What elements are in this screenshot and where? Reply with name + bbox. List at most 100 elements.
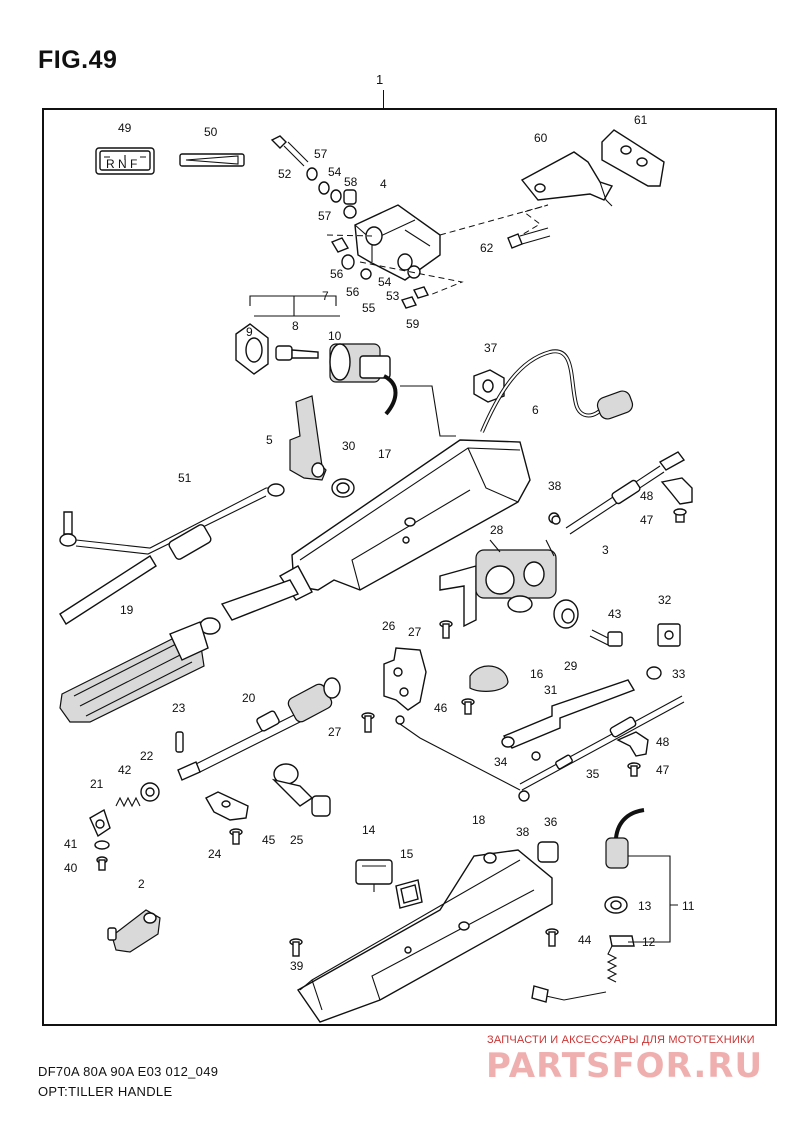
part-26-bracket: [383, 647, 427, 725]
callout: 56: [330, 267, 344, 281]
callout: 23: [172, 701, 186, 715]
part-47-screw-top: [673, 508, 687, 523]
part-30-clip: [331, 478, 355, 498]
callout: 54: [378, 275, 392, 289]
callout: 48: [656, 735, 670, 749]
part-8-key: [275, 345, 319, 361]
callout: 5: [266, 433, 273, 447]
part-36-damper: [537, 841, 559, 863]
callout: 27: [328, 725, 342, 739]
callout: 37: [484, 341, 498, 355]
figure-title: FIG.49: [38, 46, 118, 74]
callout: 34: [494, 755, 508, 769]
part-28-throttle-assy: [439, 539, 557, 628]
callout: 2: [138, 877, 145, 891]
callout: 60: [534, 131, 548, 145]
callout: 57: [314, 147, 328, 161]
callout: 41: [64, 837, 78, 851]
part-43-bolt: [589, 629, 623, 647]
part-16-cap: [469, 665, 509, 692]
part-10-switch: [329, 343, 398, 416]
callout: 9: [246, 325, 253, 339]
part-37-grommet: [473, 369, 505, 403]
assembly-frame: [42, 108, 777, 1026]
part-13-nut: [604, 896, 628, 914]
part-46-screw: [461, 698, 475, 715]
callout: 39: [290, 959, 304, 973]
callout: 52: [278, 167, 292, 181]
part-45-screw: [229, 828, 243, 845]
part-52-bolt: [270, 135, 309, 167]
part-31-lever: [501, 679, 636, 749]
part-6-harness: [480, 349, 634, 433]
callout: 3: [602, 543, 609, 557]
part-38-clip-bottom: [518, 790, 530, 802]
part-62-bolt: [507, 227, 551, 249]
callout: 62: [480, 241, 494, 255]
part-29-knob: [553, 599, 579, 629]
washer-stack: [306, 167, 357, 219]
callout: 44: [578, 933, 592, 947]
part-49-shift-indicator: R N F: [95, 147, 155, 175]
part-32-plate: [657, 623, 681, 647]
diagram-subtitle: OPT:TILLER HANDLE: [38, 1084, 173, 1099]
callout: 20: [242, 691, 256, 705]
part-17-tiller-body: [199, 439, 531, 635]
shift-indicator-text: R N F: [106, 157, 137, 171]
callout: 25: [290, 833, 304, 847]
part-21-knob: [89, 808, 111, 838]
callout: 32: [658, 593, 672, 607]
callout: 18: [472, 813, 486, 827]
part-20-throttle-rod: [177, 677, 341, 781]
callout: 11: [682, 899, 695, 913]
callout: 40: [64, 861, 78, 875]
callout: 57: [318, 209, 332, 223]
callout: 59: [406, 317, 420, 331]
callout: 6: [532, 403, 539, 417]
callout: 7: [322, 289, 329, 303]
callout: 53: [386, 289, 400, 303]
part-27-screw-a: [439, 620, 453, 639]
callout: 38: [548, 479, 562, 493]
callout: 54: [328, 165, 342, 179]
callout: 24: [208, 847, 222, 861]
part-25-clamp: [271, 763, 331, 817]
part-39-screw: [289, 938, 303, 957]
callout: 61: [634, 113, 648, 127]
part-3-cable: [548, 451, 686, 535]
part-40-screw: [96, 856, 108, 871]
part-24-bracket: [205, 791, 249, 821]
part-33-ball: [646, 666, 662, 680]
part-48-bracket-top: [660, 477, 693, 505]
callout: 31: [544, 683, 558, 697]
part-22-collar: [140, 782, 160, 802]
part-4-bracket: [330, 204, 441, 309]
part-60-bracket: [520, 151, 614, 207]
callout: 29: [564, 659, 578, 673]
callout: 49: [118, 121, 132, 135]
callout: 45: [262, 833, 276, 847]
callout: 46: [434, 701, 448, 715]
callout: 33: [672, 667, 686, 681]
part-2-lever: [107, 909, 161, 953]
part-11-stop-switch: [605, 808, 645, 869]
callout: 12: [642, 935, 656, 949]
callout: 22: [140, 749, 154, 763]
callout: 4: [380, 177, 387, 191]
callout: 56: [346, 285, 360, 299]
part-44-screw: [545, 928, 559, 947]
callout: 42: [118, 763, 132, 777]
model-code: DF70A 80A 90A E03 012_049: [38, 1064, 219, 1079]
part-18-lower-case: [296, 849, 553, 1023]
part-50-decal: [179, 153, 245, 167]
part-14-switch: [355, 859, 393, 892]
callout: 17: [378, 447, 392, 461]
part-5-shift-lever: [289, 395, 327, 481]
callout: 50: [204, 125, 218, 139]
part-41-washer: [94, 840, 110, 850]
callout: 27: [408, 625, 422, 639]
part-19-grip: [59, 621, 209, 723]
callout: 38: [516, 825, 530, 839]
callout: 21: [90, 777, 104, 791]
part-51-rod: [59, 483, 285, 625]
